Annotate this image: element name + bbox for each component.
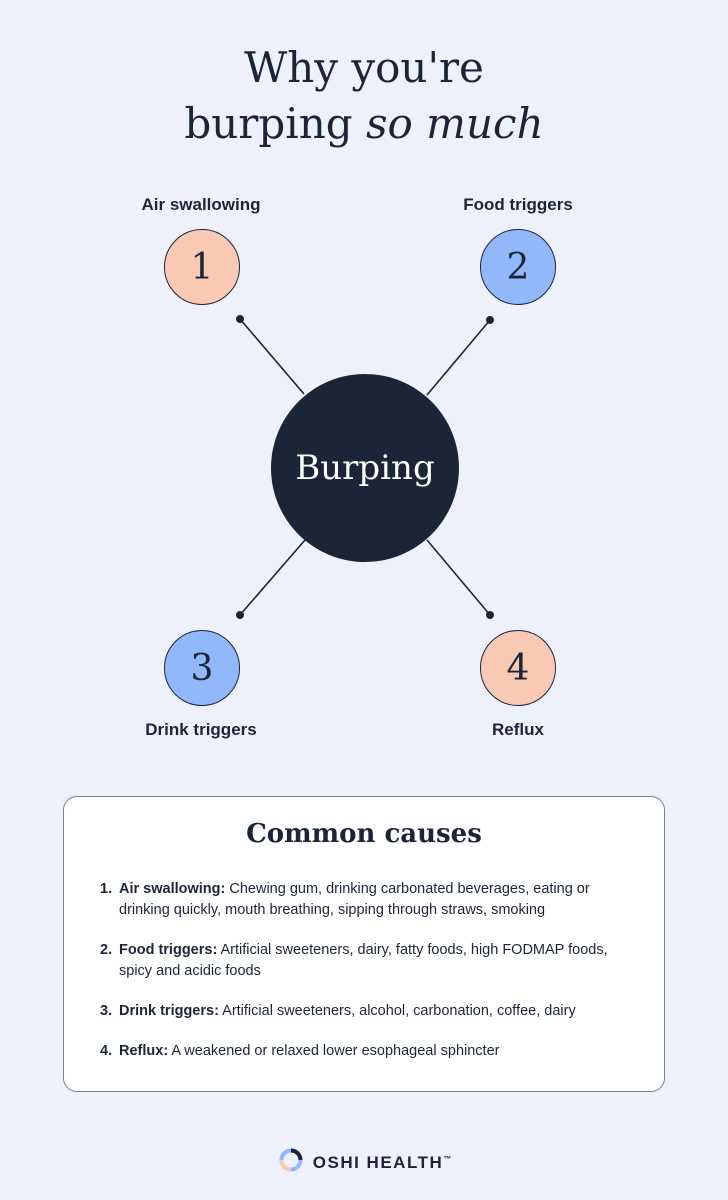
common-causes-title: Common causes bbox=[246, 819, 482, 849]
cause-item-air-swallowing: 1. Air swallowing: Chewing gum, drinking… bbox=[100, 879, 640, 921]
node-circle-3: 3 bbox=[164, 630, 240, 706]
title-emphasis: so much bbox=[365, 99, 544, 148]
cause-item-food-triggers: 2. Food triggers: Artificial sweeteners,… bbox=[100, 940, 640, 982]
node-circle-1: 1 bbox=[164, 229, 240, 305]
cause-body: Air swallowing: Chewing gum, drinking ca… bbox=[119, 879, 640, 921]
burping-diagram: Air swallowing 1 Food triggers 2 Burping… bbox=[141, 195, 573, 739]
node-circle-4: 4 bbox=[480, 630, 556, 706]
cause-number: 2. bbox=[100, 942, 113, 958]
connector-line-4 bbox=[426, 539, 491, 616]
connector-lines bbox=[236, 315, 494, 619]
cause-number: 1. bbox=[100, 881, 113, 897]
cause-text: A weakened or relaxed lower esophageal s… bbox=[171, 1043, 500, 1059]
center-node-burping: Burping bbox=[271, 374, 459, 562]
cause-label: Air swallowing: bbox=[119, 881, 226, 897]
common-causes-list: 1. Air swallowing: Chewing gum, drinking… bbox=[100, 879, 640, 1081]
node-label-air-swallowing: Air swallowing bbox=[141, 195, 261, 214]
node-circle-2: 2 bbox=[480, 229, 556, 305]
common-causes-card: Common causes 1. Air swallowing: Chewing… bbox=[63, 796, 665, 1092]
title-line-2: burping bbox=[184, 99, 366, 148]
connector-line-2 bbox=[426, 319, 491, 396]
connector-dot-1 bbox=[236, 315, 244, 323]
connector-dot-3 bbox=[236, 611, 244, 619]
trademark-symbol: ™ bbox=[443, 1153, 452, 1163]
brand-name: OSHI HEALTH™ bbox=[313, 1153, 451, 1173]
cause-text: Artificial sweeteners, dairy, fatty food… bbox=[119, 942, 608, 979]
connector-dot-4 bbox=[486, 611, 494, 619]
cause-number: 4. bbox=[100, 1043, 113, 1059]
cause-label: Food triggers: bbox=[119, 942, 218, 958]
node-label-reflux: Reflux bbox=[492, 720, 544, 739]
oshi-ring-logo-icon bbox=[277, 1146, 305, 1179]
cause-text: Artificial sweeteners, alcohol, carbonat… bbox=[222, 1003, 576, 1019]
cause-item-drink-triggers: 3. Drink triggers: Artificial sweeteners… bbox=[100, 1001, 640, 1022]
page-title: Why you're burping so much bbox=[0, 40, 728, 152]
connector-dot-2 bbox=[486, 316, 494, 324]
cause-label: Reflux: bbox=[119, 1043, 169, 1059]
cause-body: Food triggers: Artificial sweeteners, da… bbox=[119, 940, 640, 982]
cause-item-reflux: 4. Reflux: A weakened or relaxed lower e… bbox=[100, 1041, 640, 1062]
cause-body: Drink triggers: Artificial sweeteners, a… bbox=[119, 1001, 640, 1022]
brand-text: OSHI HEALTH bbox=[312, 1152, 444, 1172]
cause-text: Chewing gum, drinking carbonated beverag… bbox=[119, 881, 590, 918]
connector-line-3 bbox=[239, 539, 306, 616]
cause-body: Reflux: A weakened or relaxed lower esop… bbox=[119, 1041, 640, 1062]
node-label-food-triggers: Food triggers bbox=[463, 195, 573, 214]
footer-brand: OSHI HEALTH™ bbox=[0, 1146, 728, 1179]
node-label-drink-triggers: Drink triggers bbox=[145, 720, 257, 739]
connector-line-1 bbox=[239, 318, 305, 395]
cause-number: 3. bbox=[100, 1003, 113, 1019]
title-line-1: Why you're bbox=[244, 43, 484, 92]
cause-label: Drink triggers: bbox=[119, 1003, 219, 1019]
